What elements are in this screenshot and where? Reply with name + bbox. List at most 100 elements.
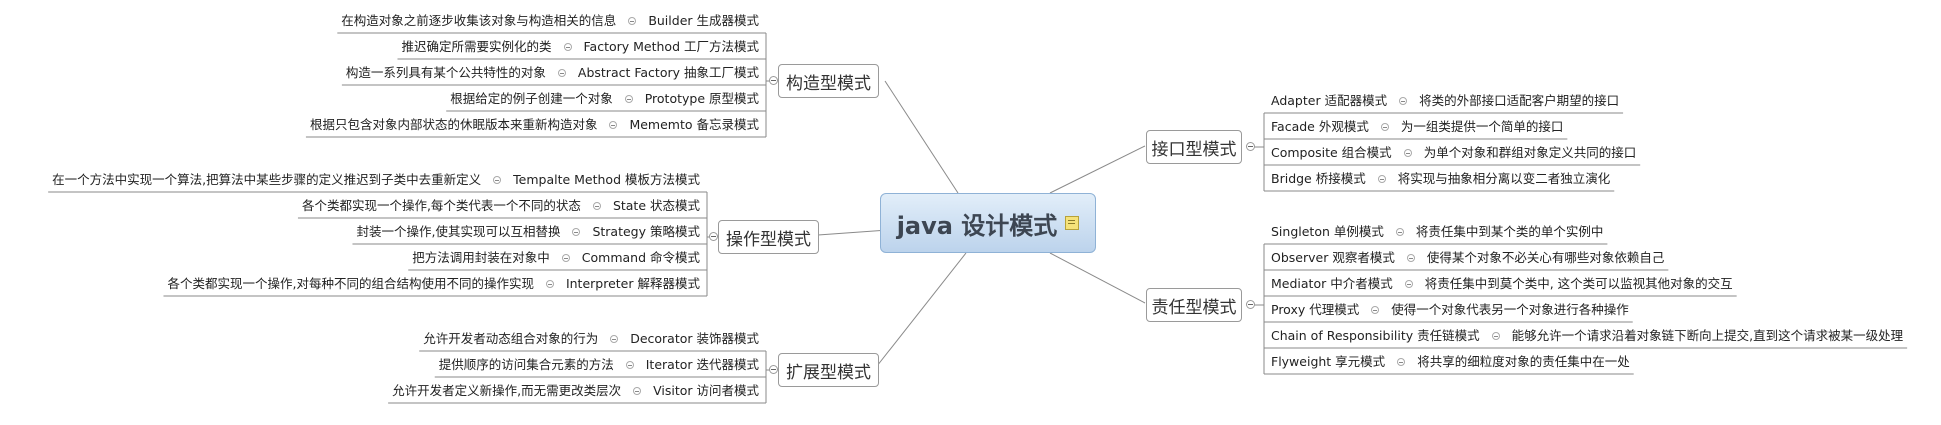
connector-root-operational bbox=[817, 229, 889, 236]
collapse-dot-icon[interactable] bbox=[1377, 174, 1386, 183]
leaf-responsibility[interactable]: Singleton 单例模式 将责任集中到某个类的单个实例中 bbox=[1271, 220, 1603, 244]
leaf-description: 将责任集中到某个类的单个实例中 bbox=[1415, 224, 1604, 239]
root-topic[interactable]: java 设计模式 bbox=[880, 193, 1096, 253]
collapse-dot-icon[interactable] bbox=[1397, 357, 1406, 366]
collapse-toggle-responsibility[interactable] bbox=[1246, 300, 1255, 309]
connector-root-extension bbox=[876, 252, 967, 367]
leaf-description: 根据只包含对象内部状态的休眠版本来重新构造对象 bbox=[309, 117, 598, 132]
branch-label: 责任型模式 bbox=[1151, 297, 1237, 318]
branch-interface[interactable]: 接口型模式 bbox=[1146, 130, 1242, 164]
leaf-pattern-name: Prototype 原型模式 bbox=[644, 91, 759, 106]
leaf-pattern-name: Interpreter 解释器模式 bbox=[565, 276, 700, 291]
connector-root-interface bbox=[1049, 145, 1146, 194]
leaf-creational[interactable]: 在构造对象之前逐步收集该对象与构造相关的信息 Builder 生成器模式 bbox=[341, 9, 759, 33]
leaf-pattern-name: Chain of Responsibility 责任链模式 bbox=[1271, 328, 1480, 343]
branch-label: 构造型模式 bbox=[786, 73, 871, 94]
collapse-dot-icon[interactable] bbox=[1380, 122, 1389, 131]
collapse-dot-icon[interactable] bbox=[625, 360, 634, 369]
branch-creational[interactable]: 构造型模式 bbox=[778, 64, 879, 98]
collapse-dot-icon[interactable] bbox=[1395, 227, 1404, 236]
leaf-interface[interactable]: Adapter 适配器模式 将类的外部接口适配客户期望的接口 bbox=[1271, 89, 1619, 113]
collapse-dot-icon[interactable] bbox=[610, 334, 619, 343]
leaf-pattern-name: Singleton 单例模式 bbox=[1271, 224, 1384, 239]
collapse-dot-icon[interactable] bbox=[1403, 148, 1412, 157]
collapse-dot-icon[interactable] bbox=[609, 120, 618, 129]
collapse-dot-icon[interactable] bbox=[563, 42, 572, 51]
leaf-description: 在构造对象之前逐步收集该对象与构造相关的信息 bbox=[341, 13, 617, 28]
collapse-dot-icon[interactable] bbox=[561, 253, 570, 262]
leaf-pattern-name: Observer 观察者模式 bbox=[1271, 250, 1395, 265]
note-icon[interactable] bbox=[1065, 216, 1080, 230]
leaf-interface[interactable]: Facade 外观模式 为一组类提供一个简单的接口 bbox=[1271, 115, 1563, 139]
connector-root-responsibility bbox=[1049, 252, 1146, 304]
leaf-interface[interactable]: Composite 组合模式为单个对象和群组对象定义共同的接口 bbox=[1271, 141, 1636, 165]
leaf-description: 根据给定的例子创建一个对象 bbox=[450, 91, 613, 106]
leaf-responsibility[interactable]: Proxy 代理模式使得一个对象代表另一个对象进行各种操作 bbox=[1271, 298, 1629, 322]
collapse-dot-icon[interactable] bbox=[557, 68, 566, 77]
leaf-description: 在一个方法中实现一个算法,把算法中某些步骤的定义推迟到子类中去重新定义 bbox=[52, 172, 482, 187]
collapse-toggle-creational[interactable] bbox=[769, 76, 778, 85]
collapse-dot-icon[interactable] bbox=[1406, 253, 1415, 262]
leaf-responsibility[interactable]: Chain of Responsibility 责任链模式 能够允许一个请求沿着对… bbox=[1271, 324, 1903, 348]
collapse-dot-icon[interactable] bbox=[493, 175, 502, 184]
collapse-dot-icon[interactable] bbox=[1491, 331, 1500, 340]
leaf-description: 将类的外部接口适配客户期望的接口 bbox=[1419, 93, 1620, 108]
leaf-creational[interactable]: 构造一系列具有某个公共特性的对象 Abstract Factory 抽象工厂模式 bbox=[346, 61, 759, 85]
leaf-description: 各个类都实现一个操作,每个类代表一个不同的状态 bbox=[301, 198, 581, 213]
branch-operational[interactable]: 操作型模式 bbox=[718, 220, 819, 254]
leaf-pattern-name: Strategy 策略模式 bbox=[592, 224, 700, 239]
leaf-pattern-name: Visitor 访问者模式 bbox=[653, 383, 759, 398]
leaf-responsibility[interactable]: Flyweight 享元模式将共享的细粒度对象的责任集中在一处 bbox=[1271, 350, 1630, 374]
leaf-description: 将实现与抽象相分离以变二者独立演化 bbox=[1397, 171, 1611, 186]
leaf-pattern-name: State 状态模式 bbox=[612, 198, 700, 213]
collapse-dot-icon[interactable] bbox=[624, 94, 633, 103]
branch-extension[interactable]: 扩展型模式 bbox=[778, 353, 879, 387]
leaf-responsibility[interactable]: Observer 观察者模式使得某个对象不必关心有哪些对象依赖自己 bbox=[1271, 246, 1664, 270]
leaf-pattern-name: Facade 外观模式 bbox=[1271, 119, 1369, 134]
leaf-interface[interactable]: Bridge 桥接模式 将实现与抽象相分离以变二者独立演化 bbox=[1271, 167, 1610, 191]
leaf-pattern-name: Mediator 中介者模式 bbox=[1271, 276, 1393, 291]
leaf-description: 构造一系列具有某个公共特性的对象 bbox=[345, 65, 546, 80]
collapse-dot-icon[interactable] bbox=[545, 279, 554, 288]
branch-responsibility[interactable]: 责任型模式 bbox=[1146, 288, 1242, 322]
leaf-pattern-name: Builder 生成器模式 bbox=[648, 13, 759, 28]
collapse-toggle-extension[interactable] bbox=[769, 365, 778, 374]
leaf-pattern-name: Abstract Factory 抽象工厂模式 bbox=[577, 65, 759, 80]
collapse-dot-icon[interactable] bbox=[628, 16, 637, 25]
leaf-pattern-name: Decorator 装饰器模式 bbox=[630, 331, 759, 346]
collapse-toggle-operational[interactable] bbox=[709, 232, 718, 241]
collapse-dot-icon[interactable] bbox=[1371, 305, 1380, 314]
collapse-toggle-interface[interactable] bbox=[1246, 142, 1255, 151]
leaf-responsibility[interactable]: Mediator 中介者模式 将责任集中到莫个类中, 这个类可以监视其他对象的交互 bbox=[1271, 272, 1733, 296]
leaf-operational[interactable]: 在一个方法中实现一个算法,把算法中某些步骤的定义推迟到子类中去重新定义 Tempa… bbox=[52, 168, 700, 192]
leaf-description: 为一组类提供一个简单的接口 bbox=[1400, 119, 1564, 134]
leaf-description: 将责任集中到莫个类中, 这个类可以监视其他对象的交互 bbox=[1424, 276, 1733, 291]
connector-root-creational bbox=[884, 80, 959, 194]
leaf-pattern-name: Tempalte Method 模板方法模式 bbox=[513, 172, 700, 187]
leaf-extension[interactable]: 允许开发者定义新操作,而无需更改类层次 Visitor 访问者模式 bbox=[392, 379, 759, 403]
collapse-dot-icon[interactable] bbox=[1404, 279, 1413, 288]
leaf-description: 能够允许一个请求沿着对象链下断向上提交,直到这个请求被某一级处理 bbox=[1511, 328, 1904, 343]
collapse-dot-icon[interactable] bbox=[572, 227, 581, 236]
root-title: java 设计模式 bbox=[896, 211, 1058, 240]
leaf-description: 把方法调用封装在对象中 bbox=[412, 250, 550, 265]
leaf-operational[interactable]: 各个类都实现一个操作,每个类代表一个不同的状态 State 状态模式 bbox=[302, 194, 700, 218]
leaf-creational[interactable]: 根据给定的例子创建一个对象 Prototype 原型模式 bbox=[450, 87, 759, 111]
leaf-pattern-name: Adapter 适配器模式 bbox=[1271, 93, 1388, 108]
leaf-description: 使得一个对象代表另一个对象进行各种操作 bbox=[1391, 302, 1629, 317]
collapse-dot-icon[interactable] bbox=[1399, 96, 1408, 105]
leaf-pattern-name: Flyweight 享元模式 bbox=[1271, 354, 1386, 369]
leaf-pattern-name: Bridge 桥接模式 bbox=[1271, 171, 1366, 186]
collapse-dot-icon[interactable] bbox=[592, 201, 601, 210]
collapse-dot-icon[interactable] bbox=[633, 386, 642, 395]
leaf-description: 允许开发者定义新操作,而无需更改类层次 bbox=[392, 383, 622, 398]
